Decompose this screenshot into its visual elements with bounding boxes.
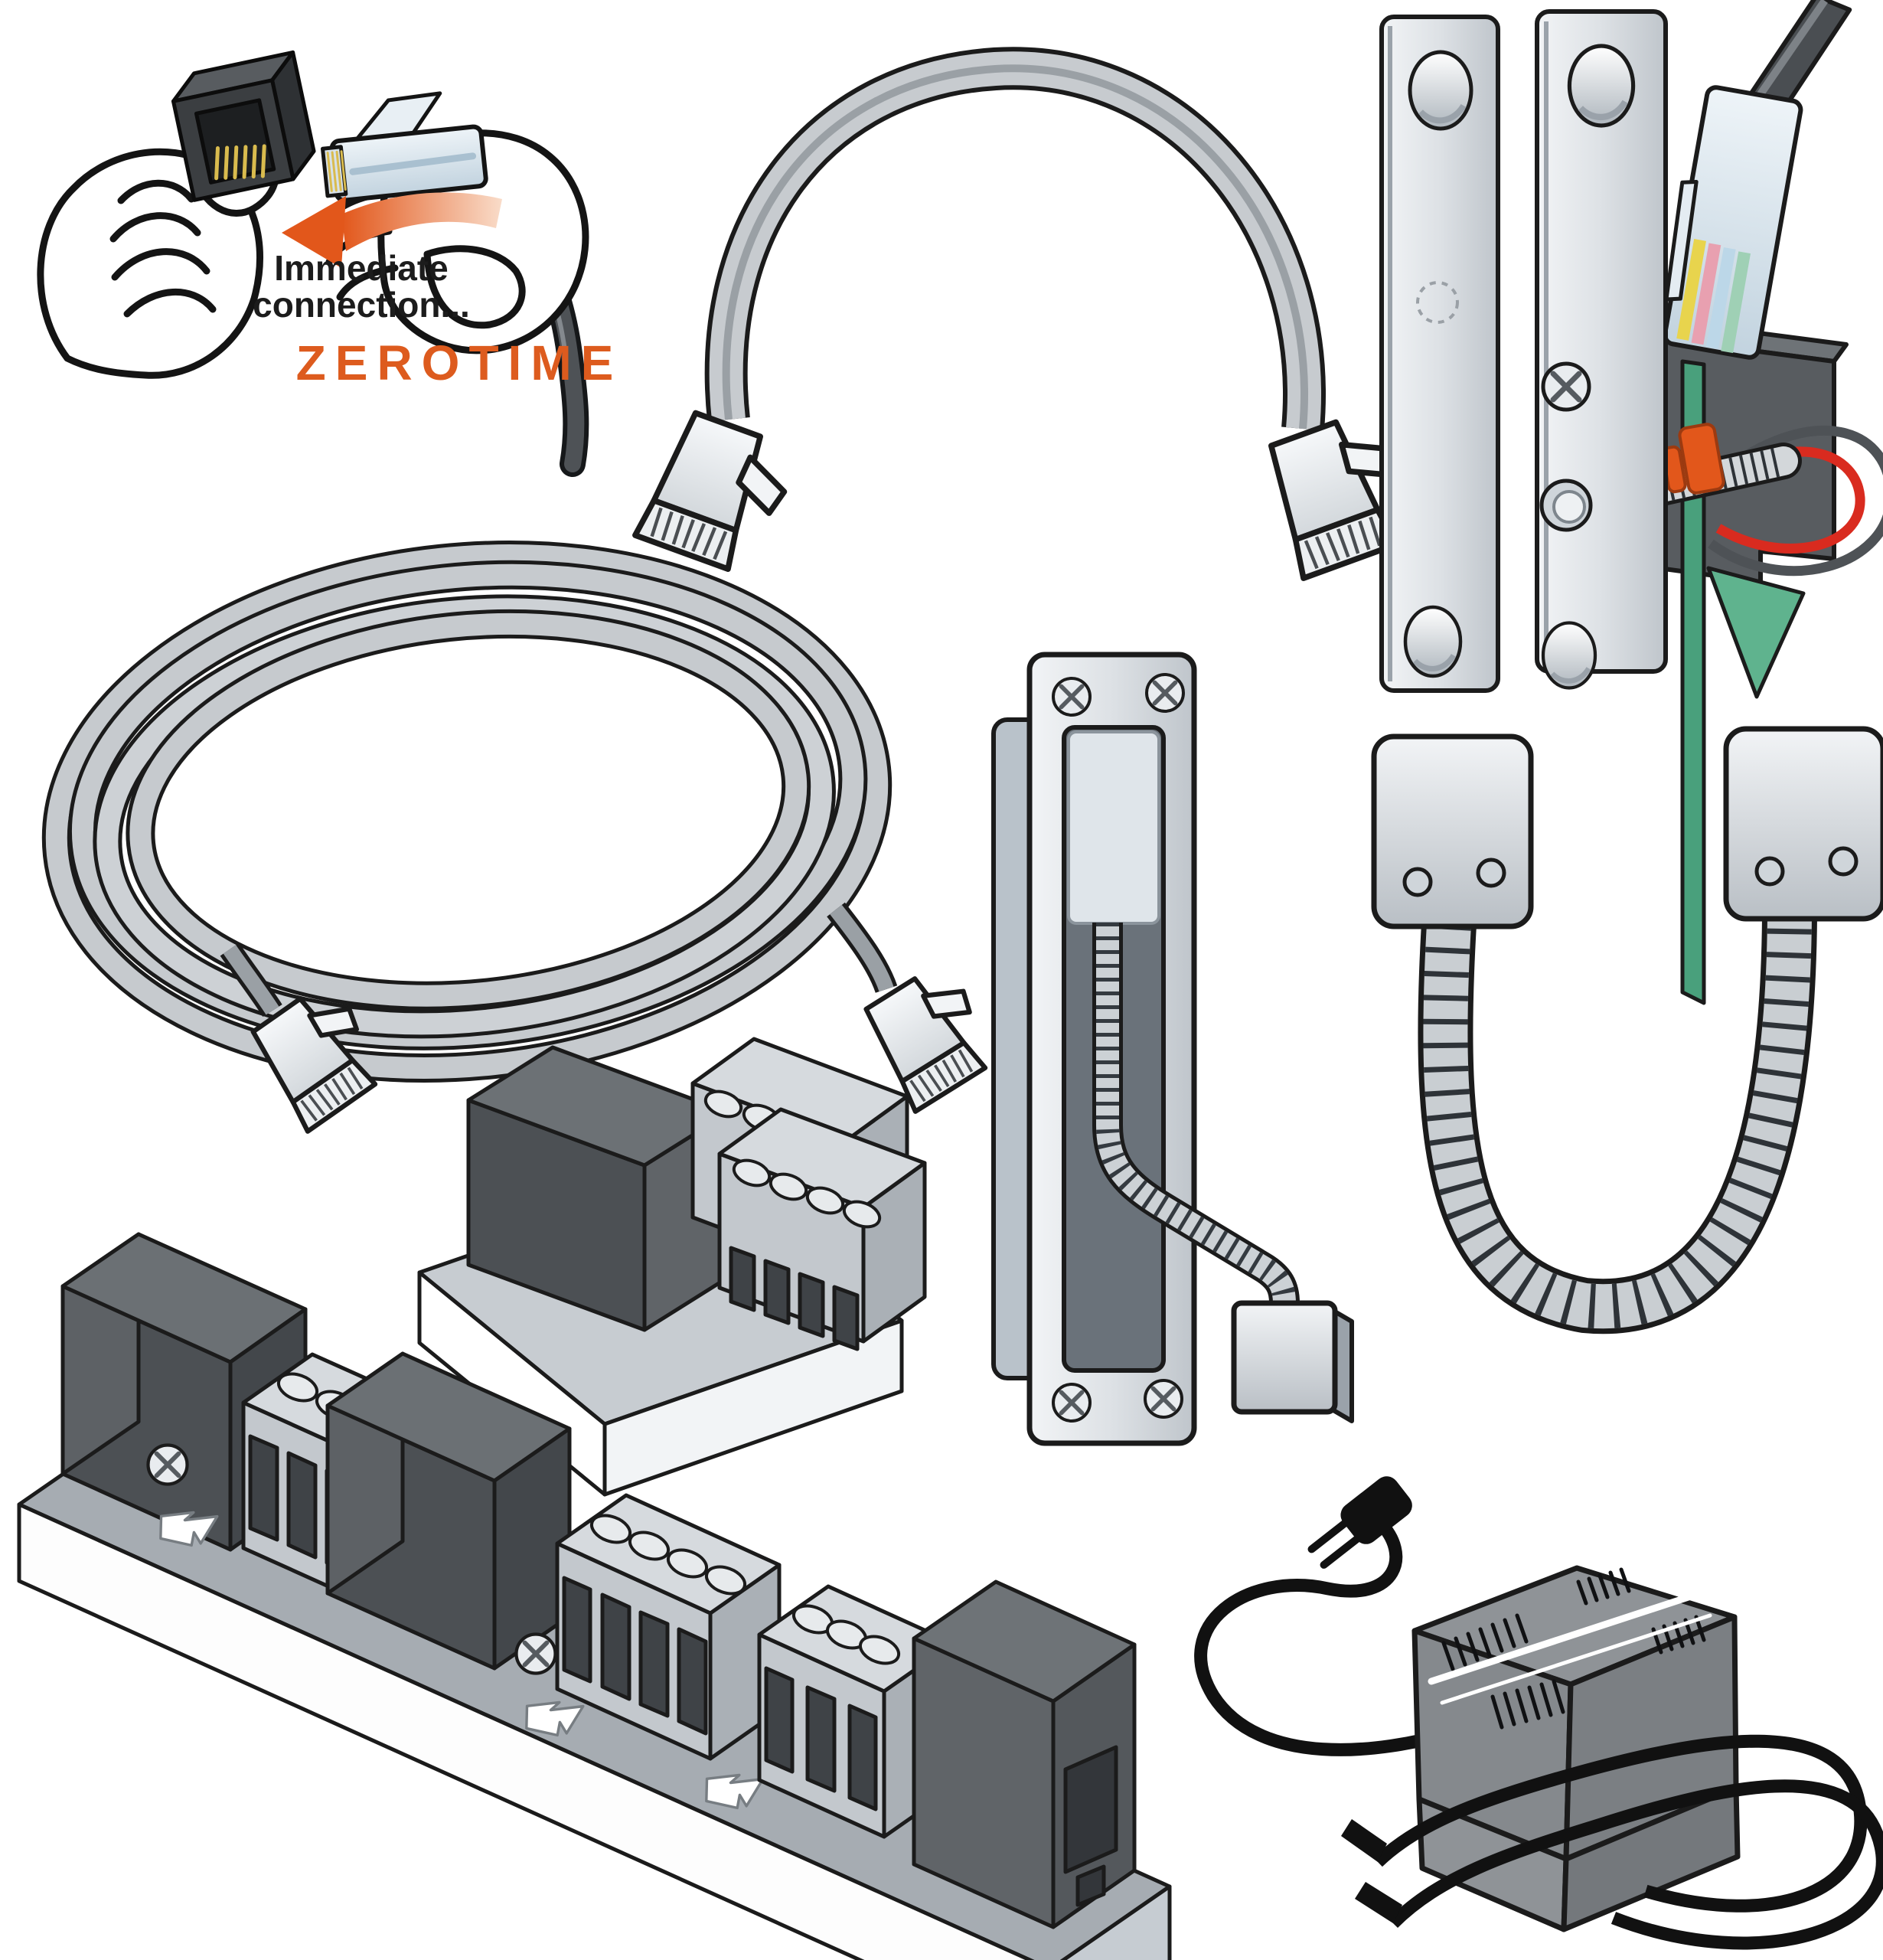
phillips-screw [517,1635,556,1674]
flat-cable-coil [41,541,1004,1132]
phillips-screw [1053,1384,1090,1421]
rj-plug-clear [320,91,488,203]
highlight-stripes [1428,1590,1712,1705]
surface-door-loop [1371,726,1883,1334]
recessed-door-loop [991,652,1354,1446]
phillips-screw [148,1446,188,1485]
rj-socket [912,1579,1137,1929]
rj-plug [635,408,799,578]
phillips-screw [1147,675,1183,711]
phillips-screw [1543,364,1589,410]
terminal-block [717,1107,927,1351]
lead-connector [1341,1819,1387,1862]
relay-box [325,1351,572,1671]
rj-plug-wired [1663,0,1852,360]
countersunk-hole [1539,479,1593,532]
power-supply [1194,1476,1883,1950]
right-thumb [423,245,526,329]
mains-cord [1194,1476,1457,1756]
terminal-block [555,1493,782,1761]
strip-front [17,1502,1035,1960]
brand-logo: ZEROTIME [296,335,623,390]
caption-line1: Immediate [274,248,449,288]
relay-terminal-strip [17,1232,1172,1960]
arrow-icon [282,192,502,268]
knockout-mark [1416,281,1459,324]
vent-slots [1441,1567,1706,1730]
lead-connector [1355,1882,1402,1923]
module-base-side [602,1318,904,1497]
caption-line2: connection... [253,285,470,325]
rj-jack [171,50,316,202]
zerotime-connection-illustration: Immediate connection... ZEROTIME [37,50,623,477]
pcb [1680,359,1806,1005]
loop-cap-right [1723,726,1883,922]
mounting-hole [1405,607,1460,676]
loop-end-box [1231,1300,1354,1423]
phillips-screw [1053,678,1090,715]
loop-conduit [1418,916,1817,1334]
strip-end [1059,1884,1172,1960]
psu-body [1411,1565,1741,1932]
relay-terminal-module [417,1037,927,1497]
loop-cap-left [1371,733,1534,929]
door-contact-brackets [1379,0,1883,1005]
bracket-plate-left [1379,15,1500,693]
phillips-screw [1145,1380,1182,1417]
mains-plug-icon [1307,1476,1412,1569]
armored-conduit [1092,923,1300,1318]
mounting-hole [1543,623,1595,688]
mounting-hole [1569,46,1633,126]
rj-jumper-cable [635,47,1421,578]
output-leads [1341,1734,1883,1950]
recess-window [1067,730,1160,925]
mounting-hole [1410,52,1471,129]
bracket-plate-right [1535,9,1668,688]
